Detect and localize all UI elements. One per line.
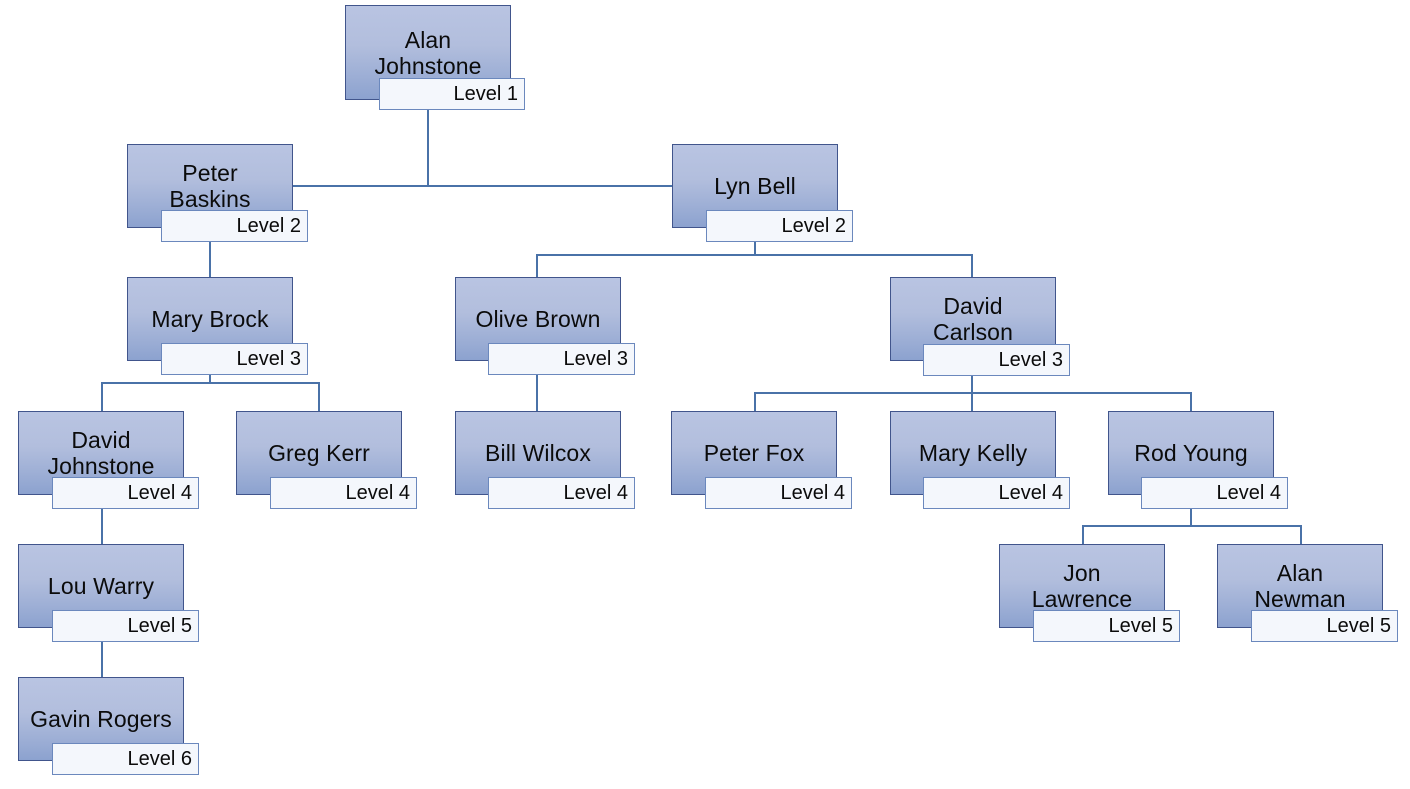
level-tag-peter-baskins[interactable]: Level 2 xyxy=(161,210,308,242)
org-node-name: Olive Brown xyxy=(475,306,601,332)
level-tag-alan-johnstone[interactable]: Level 1 xyxy=(379,78,525,110)
level-tag-label: Level 4 xyxy=(1216,482,1282,504)
level-tag-david-johnstone[interactable]: Level 4 xyxy=(52,477,199,509)
org-node-name: Greg Kerr xyxy=(268,440,370,466)
level-tag-label: Level 4 xyxy=(780,482,846,504)
level-tag-olive-brown[interactable]: Level 3 xyxy=(488,343,635,375)
level-tag-lou-warry[interactable]: Level 5 xyxy=(52,610,199,642)
connector-line xyxy=(292,185,673,187)
connector-line xyxy=(1082,525,1301,527)
org-node-name: Bill Wilcox xyxy=(485,440,591,466)
connector-line xyxy=(101,495,103,545)
org-node-name: Mary Brock xyxy=(151,306,269,332)
connector-line xyxy=(1190,392,1192,412)
connector-line xyxy=(971,254,973,278)
connector-line xyxy=(1190,495,1192,525)
org-node-name: Lou Warry xyxy=(47,573,155,599)
org-node-name: Alan Newman xyxy=(1254,560,1346,612)
org-node-alan-johnstone[interactable]: Alan Johnstone xyxy=(345,5,511,100)
connector-line xyxy=(536,254,973,256)
level-tag-label: Level 4 xyxy=(345,482,411,504)
level-tag-label: Level 5 xyxy=(1108,615,1174,637)
level-tag-label: Level 4 xyxy=(563,482,629,504)
connector-line xyxy=(101,382,319,384)
level-tag-label: Level 3 xyxy=(236,348,302,370)
connector-line xyxy=(101,382,103,412)
level-tag-greg-kerr[interactable]: Level 4 xyxy=(270,477,417,509)
org-node-name: Alan Johnstone xyxy=(374,26,482,79)
level-tag-david-carlson[interactable]: Level 3 xyxy=(923,344,1070,376)
connector-line xyxy=(318,382,320,412)
connector-line xyxy=(536,361,538,412)
org-node-name: Mary Kelly xyxy=(918,440,1028,466)
level-tag-alan-newman[interactable]: Level 5 xyxy=(1251,610,1398,642)
connector-line xyxy=(1082,525,1084,545)
level-tag-rod-young[interactable]: Level 4 xyxy=(1141,477,1288,509)
connector-line xyxy=(971,392,973,412)
level-tag-label: Level 4 xyxy=(998,482,1064,504)
level-tag-label: Level 5 xyxy=(1326,615,1392,637)
connector-line xyxy=(1300,525,1302,545)
level-tag-label: Level 2 xyxy=(781,215,847,237)
connector-line xyxy=(754,392,756,412)
level-tag-jon-lawrence[interactable]: Level 5 xyxy=(1033,610,1180,642)
org-node-name: Lyn Bell xyxy=(714,173,796,199)
level-tag-label: Level 6 xyxy=(127,748,193,770)
level-tag-label: Level 4 xyxy=(127,482,193,504)
level-tag-label: Level 5 xyxy=(127,615,193,637)
level-tag-gavin-rogers[interactable]: Level 6 xyxy=(52,743,199,775)
level-tag-label: Level 3 xyxy=(998,349,1064,371)
connector-line xyxy=(427,100,429,187)
org-node-name: Jon Lawrence xyxy=(1031,560,1133,612)
connector-line xyxy=(209,228,211,278)
level-tag-bill-wilcox[interactable]: Level 4 xyxy=(488,477,635,509)
connector-line xyxy=(101,628,103,678)
level-tag-label: Level 3 xyxy=(563,348,629,370)
org-node-name: Gavin Rogers xyxy=(30,706,172,732)
level-tag-mary-kelly[interactable]: Level 4 xyxy=(923,477,1070,509)
org-node-name: David Johnstone xyxy=(47,427,155,479)
org-node-name: Peter Baskins xyxy=(169,160,251,212)
org-node-name: Rod Young xyxy=(1134,440,1248,466)
level-tag-lyn-bell[interactable]: Level 2 xyxy=(706,210,853,242)
connector-line xyxy=(971,361,973,393)
connector-line xyxy=(536,254,538,278)
level-tag-label: Level 2 xyxy=(236,215,302,237)
org-node-name: Peter Fox xyxy=(703,440,805,466)
level-tag-mary-brock[interactable]: Level 3 xyxy=(161,343,308,375)
org-node-name: David Carlson xyxy=(933,293,1013,345)
level-tag-label: Level 1 xyxy=(453,83,519,105)
level-tag-peter-fox[interactable]: Level 4 xyxy=(705,477,852,509)
